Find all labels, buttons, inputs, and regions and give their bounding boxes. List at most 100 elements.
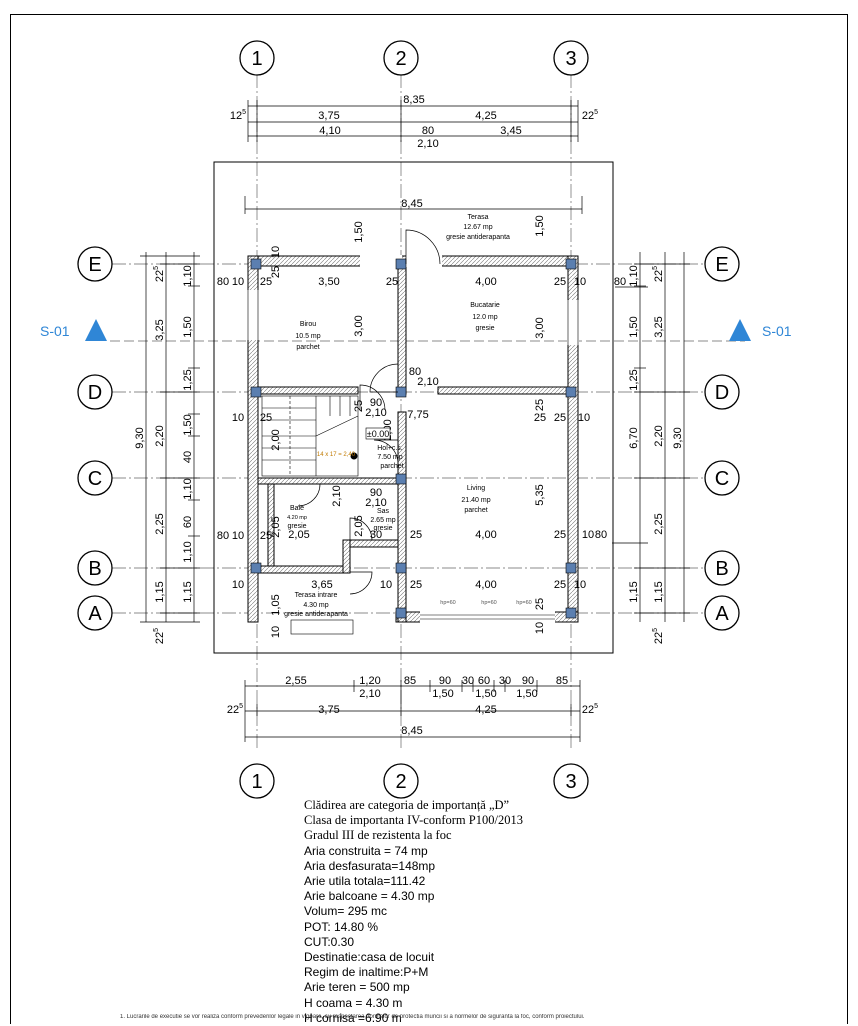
dim-edge-left: 125	[230, 109, 246, 122]
dim-right-a3: 2,25	[653, 513, 665, 534]
dim-wall-25-l: 25	[270, 266, 282, 278]
dim-bottom-s2: 1,20	[359, 675, 380, 687]
room-sas: Sas 2.65 mp gresie	[370, 508, 395, 532]
note-line: Aria desfasurata=148mp	[304, 858, 436, 873]
room-terasa: Terasa 12.67 mp gresie antiderapanta	[446, 214, 510, 241]
dim-left-b4: 1,50	[182, 414, 194, 435]
dim-edge-right: 225	[582, 109, 598, 122]
dim-right-b9: 1,15	[628, 581, 640, 602]
dim-wall-10-i: 10	[574, 579, 586, 591]
axis-label-1-bottom: 1	[251, 771, 262, 793]
axis-bubble-E-left	[77, 246, 113, 282]
dim-bottom-s8-sub: 1,50	[516, 688, 537, 700]
dim-side-80-b-right: 80	[595, 529, 607, 541]
dim-birou-h: 3,00	[353, 315, 365, 336]
dim-d210: 2,10	[365, 407, 386, 419]
svg-text:Bucatarie: Bucatarie	[470, 302, 500, 309]
axis-label-A-left: A	[88, 603, 102, 625]
drawing-frame	[10, 14, 848, 1024]
note-line: Destinatie:casa de locuit	[304, 950, 435, 965]
dimensions-bottom	[244, 680, 581, 742]
dim-wall-10-h: 10	[380, 579, 392, 591]
note-line: Clasa de importanta IV-conform P100/2013	[304, 813, 523, 828]
dim-wall-10-f: 10	[582, 529, 594, 541]
svg-text:10.5 mp: 10.5 mp	[295, 333, 320, 340]
dim-right-b3: 1,25	[628, 369, 640, 390]
dim-left-a3: 2,25	[154, 513, 166, 534]
level-value: ±0.00	[367, 429, 389, 439]
svg-text:12.0 mp: 12.0 mp	[472, 314, 497, 321]
svg-text:parchet: parchet	[380, 463, 403, 470]
room-hol: Hol+c.s. 7.50 mp parchet	[377, 445, 403, 470]
dim-wall-10-d: 10	[578, 412, 590, 424]
dim-terrace-h-left: 1,50	[353, 221, 365, 242]
dim-d210-b: 2,10	[365, 497, 386, 509]
dim-left-b9: 1,15	[182, 581, 194, 602]
dim-bottom-s4: 90	[439, 675, 451, 687]
dim-seg-c: 3,45	[500, 125, 521, 137]
dim-living-h: 5,35	[534, 484, 546, 505]
dim-right-bay-top: 4,25	[475, 110, 496, 122]
dim-door-210: 2,10	[417, 376, 438, 388]
axis-label-2-top: 2	[395, 48, 406, 70]
dim-wall-25-b: 25	[386, 276, 398, 288]
dim-side-80-b: 80	[217, 530, 229, 542]
note-line: Aria construita = 74 mp	[304, 843, 428, 858]
axis-bubble-C-right	[704, 460, 740, 496]
axis-bubble-A-right	[704, 595, 740, 631]
axis-bubble-1-top	[239, 40, 275, 76]
roof-outline	[213, 161, 614, 654]
dim-wall-25-h: 25	[410, 529, 422, 541]
svg-text:gresie: gresie	[475, 325, 494, 332]
axis-bubble-3-top	[553, 40, 589, 76]
svg-text:gresie antiderapanta: gresie antiderapanta	[446, 234, 510, 241]
svg-text:Terasa: Terasa	[467, 214, 488, 221]
dimensions-right	[612, 252, 690, 622]
dim-left-a1: 3,25	[154, 319, 166, 340]
axis-bubble-2-bottom	[383, 763, 419, 799]
axis-label-D-left: D	[88, 382, 102, 404]
axis-label-3-top: 3	[565, 48, 576, 70]
svg-text:4.30 mp: 4.30 mp	[303, 602, 328, 609]
svg-text:gresie: gresie	[287, 523, 306, 530]
axis-label-C-left: C	[88, 468, 102, 490]
dim-left-b1: 1,10	[182, 265, 194, 286]
dim-d210-v: 2,10	[331, 485, 343, 506]
dim-bottom-s1: 2,55	[285, 675, 306, 687]
dim-seg-b: 80	[422, 125, 434, 137]
dim-bottom-left-bay: 3,75	[318, 704, 339, 716]
section-arrow-icon	[729, 319, 751, 341]
dim-d30: 30	[370, 529, 382, 541]
dim-bottom-s2-sub: 2,10	[359, 688, 380, 700]
dim-wall-25-a: 25	[260, 276, 272, 288]
column-dot	[350, 452, 358, 460]
svg-text:Sas: Sas	[377, 508, 390, 515]
dim-stair-h: 2,00	[270, 429, 282, 450]
dim-liv-w3: 4,00	[475, 579, 496, 591]
dim-right-a1: 3,25	[653, 316, 665, 337]
dim-right-edge-bottom: 225	[652, 628, 665, 644]
svg-text:Terasa intrare: Terasa intrare	[295, 592, 338, 599]
note-line: Regim de inaltime:P+M	[304, 965, 429, 980]
room-birou: Birou 10.5 mp parchet	[295, 321, 320, 351]
dim-birou-w: 3,50	[318, 276, 339, 288]
axis-bubble-D-right	[704, 374, 740, 410]
dim-side-80-top-right: 80	[614, 276, 626, 288]
dim-wall-10-e: 10	[232, 530, 244, 542]
axis-bubble-2-top	[383, 40, 419, 76]
axis-label-B-right: B	[715, 558, 728, 580]
dim-inner-top: 8,45	[401, 198, 422, 210]
dim-left-a4: 1,15	[154, 581, 166, 602]
dim-wall-10-a: 10	[232, 276, 244, 288]
dim-entry-h: 1,05	[270, 594, 282, 615]
dim-wall-25-k: 25	[554, 579, 566, 591]
dim-right-a4: 1,15	[653, 581, 665, 602]
dim-d90-b: 90	[370, 487, 382, 499]
svg-text:S-01: S-01	[40, 323, 70, 339]
axis-bubble-B-left	[77, 550, 113, 586]
dim-right-a2: 2,20	[653, 425, 665, 446]
dim-left-b2: 1,50	[182, 316, 194, 337]
dim-sas-h: 2,05	[353, 515, 365, 536]
dim-right-edge-top: 225	[652, 266, 665, 282]
